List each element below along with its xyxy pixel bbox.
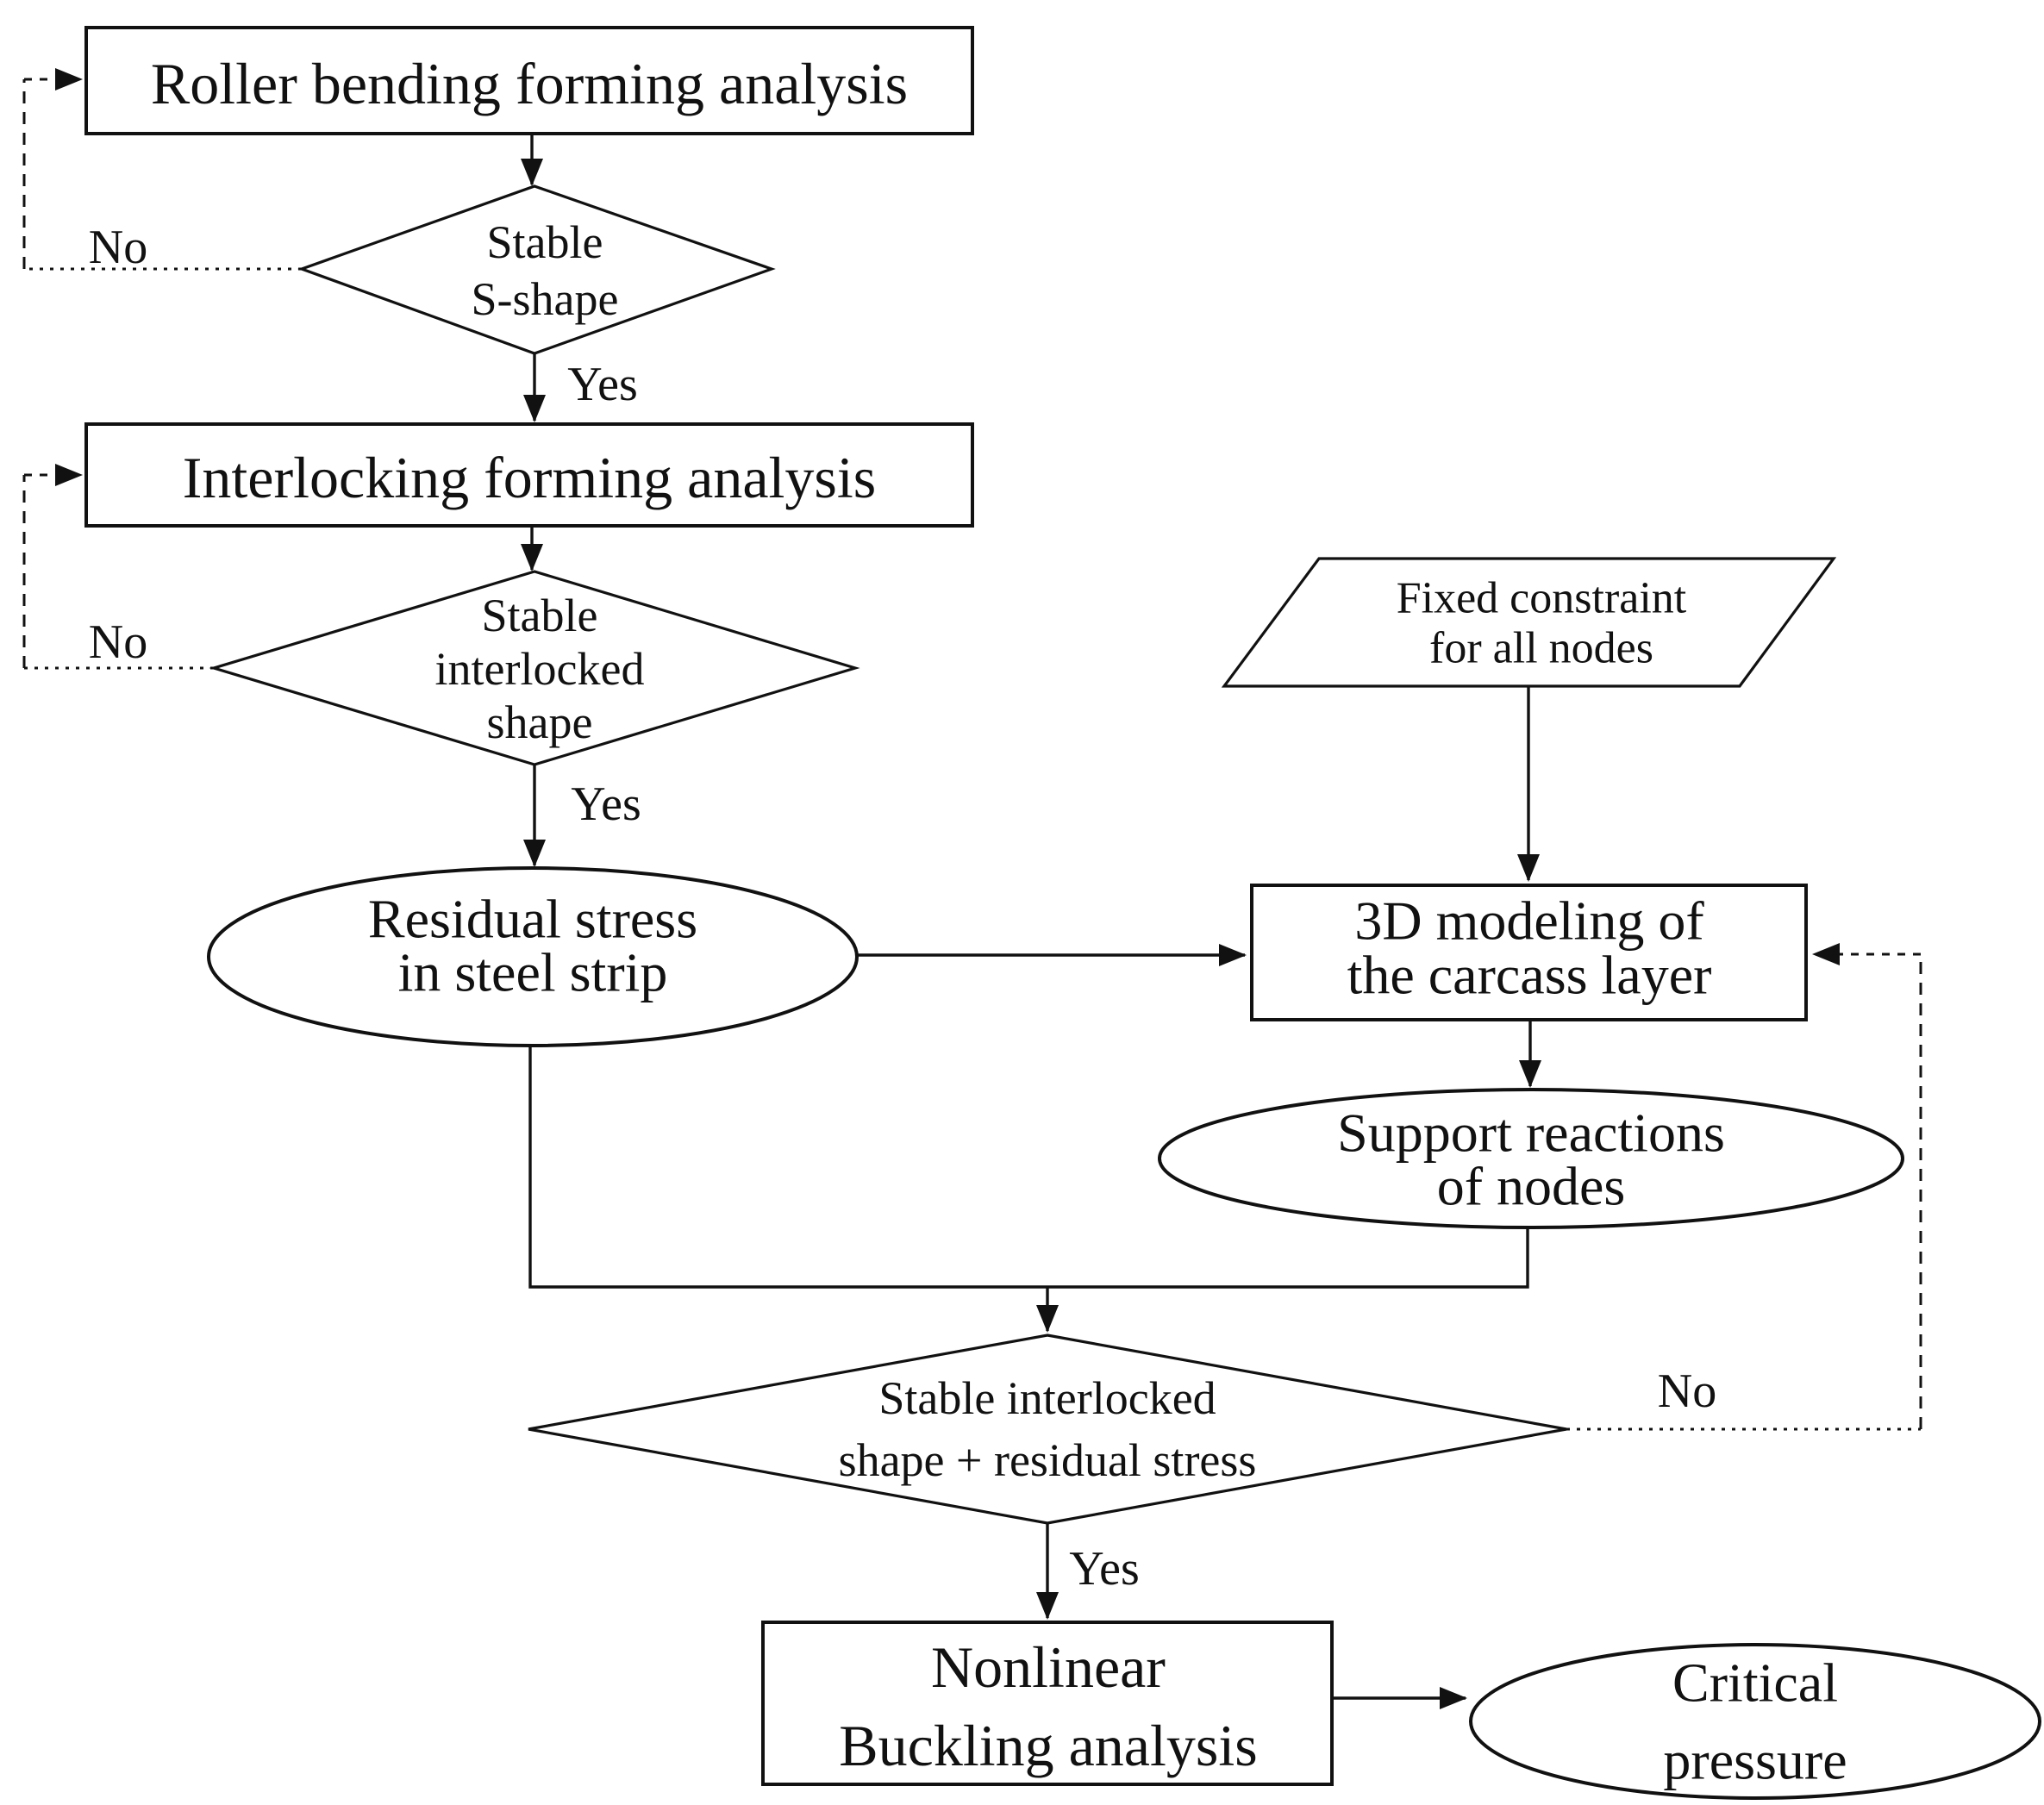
process-box (84, 422, 974, 528)
node-label-line1: Stable (482, 590, 598, 641)
node-decision-stable-s-shape: Stable S-shape Yes (297, 184, 776, 411)
decision-diamond (297, 184, 776, 355)
node-label-line2: in steel strip (398, 942, 668, 1003)
node-label-line2: of nodes (1437, 1156, 1626, 1217)
process-box (1250, 884, 1808, 1021)
node-label-line3: shape (487, 696, 593, 748)
node-label-line2: the carcass layer (1347, 945, 1712, 1006)
edge-no-loop-carcass-modeling: No (1566, 943, 1922, 1431)
edge-no-loop-interlocking: No (22, 464, 214, 670)
node-label-line1: Critical (1672, 1652, 1838, 1714)
node-label: Roller bending forming analysis (151, 51, 908, 116)
process-box (761, 1621, 1334, 1786)
edge-label-no-2: No (89, 615, 147, 669)
node-label-line1: Stable (487, 216, 603, 268)
node-label-line1: Residual stress (368, 889, 697, 950)
node-roller-bending: Roller bending forming analysis (84, 26, 974, 135)
node-label-line2: pressure (1663, 1730, 1847, 1791)
node-label-line2: interlocked (435, 643, 645, 695)
edge-label-yes-2: Yes (571, 778, 641, 831)
node-label: Interlocking forming analysis (183, 445, 876, 510)
node-residual-stress: Residual stress in steel strip (207, 866, 859, 1047)
node-nonlinear-buckling: Nonlinear Buckling analysis (761, 1621, 1334, 1786)
edges-solid (521, 135, 1541, 1709)
terminator-ellipse (1469, 1643, 2041, 1800)
terminator-ellipse (1158, 1088, 1904, 1229)
edge-label-no-3: No (1658, 1365, 1716, 1418)
node-label-line1: Nonlinear (931, 1634, 1166, 1700)
edge-label-yes-3: Yes (1069, 1542, 1139, 1596)
decision-diamond (528, 1333, 1567, 1525)
node-decision-stability-check: Stable interlocked shape + residual stre… (528, 1333, 1567, 1596)
decision-diamond (209, 570, 860, 766)
edge-merge-polyline (528, 1046, 1529, 1289)
node-interlocking: Interlocking forming analysis (84, 422, 974, 528)
input-parallelogram (1221, 557, 1837, 688)
node-fixed-constraint: Fixed constraint for all nodes (1221, 557, 1837, 688)
terminator-ellipse (207, 866, 859, 1047)
edge-label-yes-1: Yes (567, 358, 637, 411)
node-critical-pressure: Critical pressure (1469, 1643, 2041, 1800)
node-carcass-modeling: 3D modeling of the carcass layer (1250, 884, 1808, 1021)
node-label-line1: 3D modeling of (1354, 890, 1704, 952)
edge-label-no-1: No (89, 221, 147, 274)
node-decision-stable-interlocked: Stable interlocked shape Yes (209, 570, 860, 831)
node-label-line1: Support reactions (1337, 1102, 1725, 1164)
node-label-line2: S-shape (472, 273, 619, 325)
node-label-line2: Buckling analysis (839, 1713, 1257, 1778)
node-label-line2: for all nodes (1429, 624, 1653, 673)
edge-no-loop-roller-bending: No (22, 68, 302, 274)
process-box (84, 26, 974, 135)
node-support-reactions: Support reactions of nodes (1158, 1088, 1904, 1229)
node-label-line1: Stable interlocked (878, 1372, 1216, 1424)
node-label-line2: shape + residual stress (839, 1434, 1257, 1486)
node-label-line1: Fixed constraint (1397, 574, 1687, 623)
